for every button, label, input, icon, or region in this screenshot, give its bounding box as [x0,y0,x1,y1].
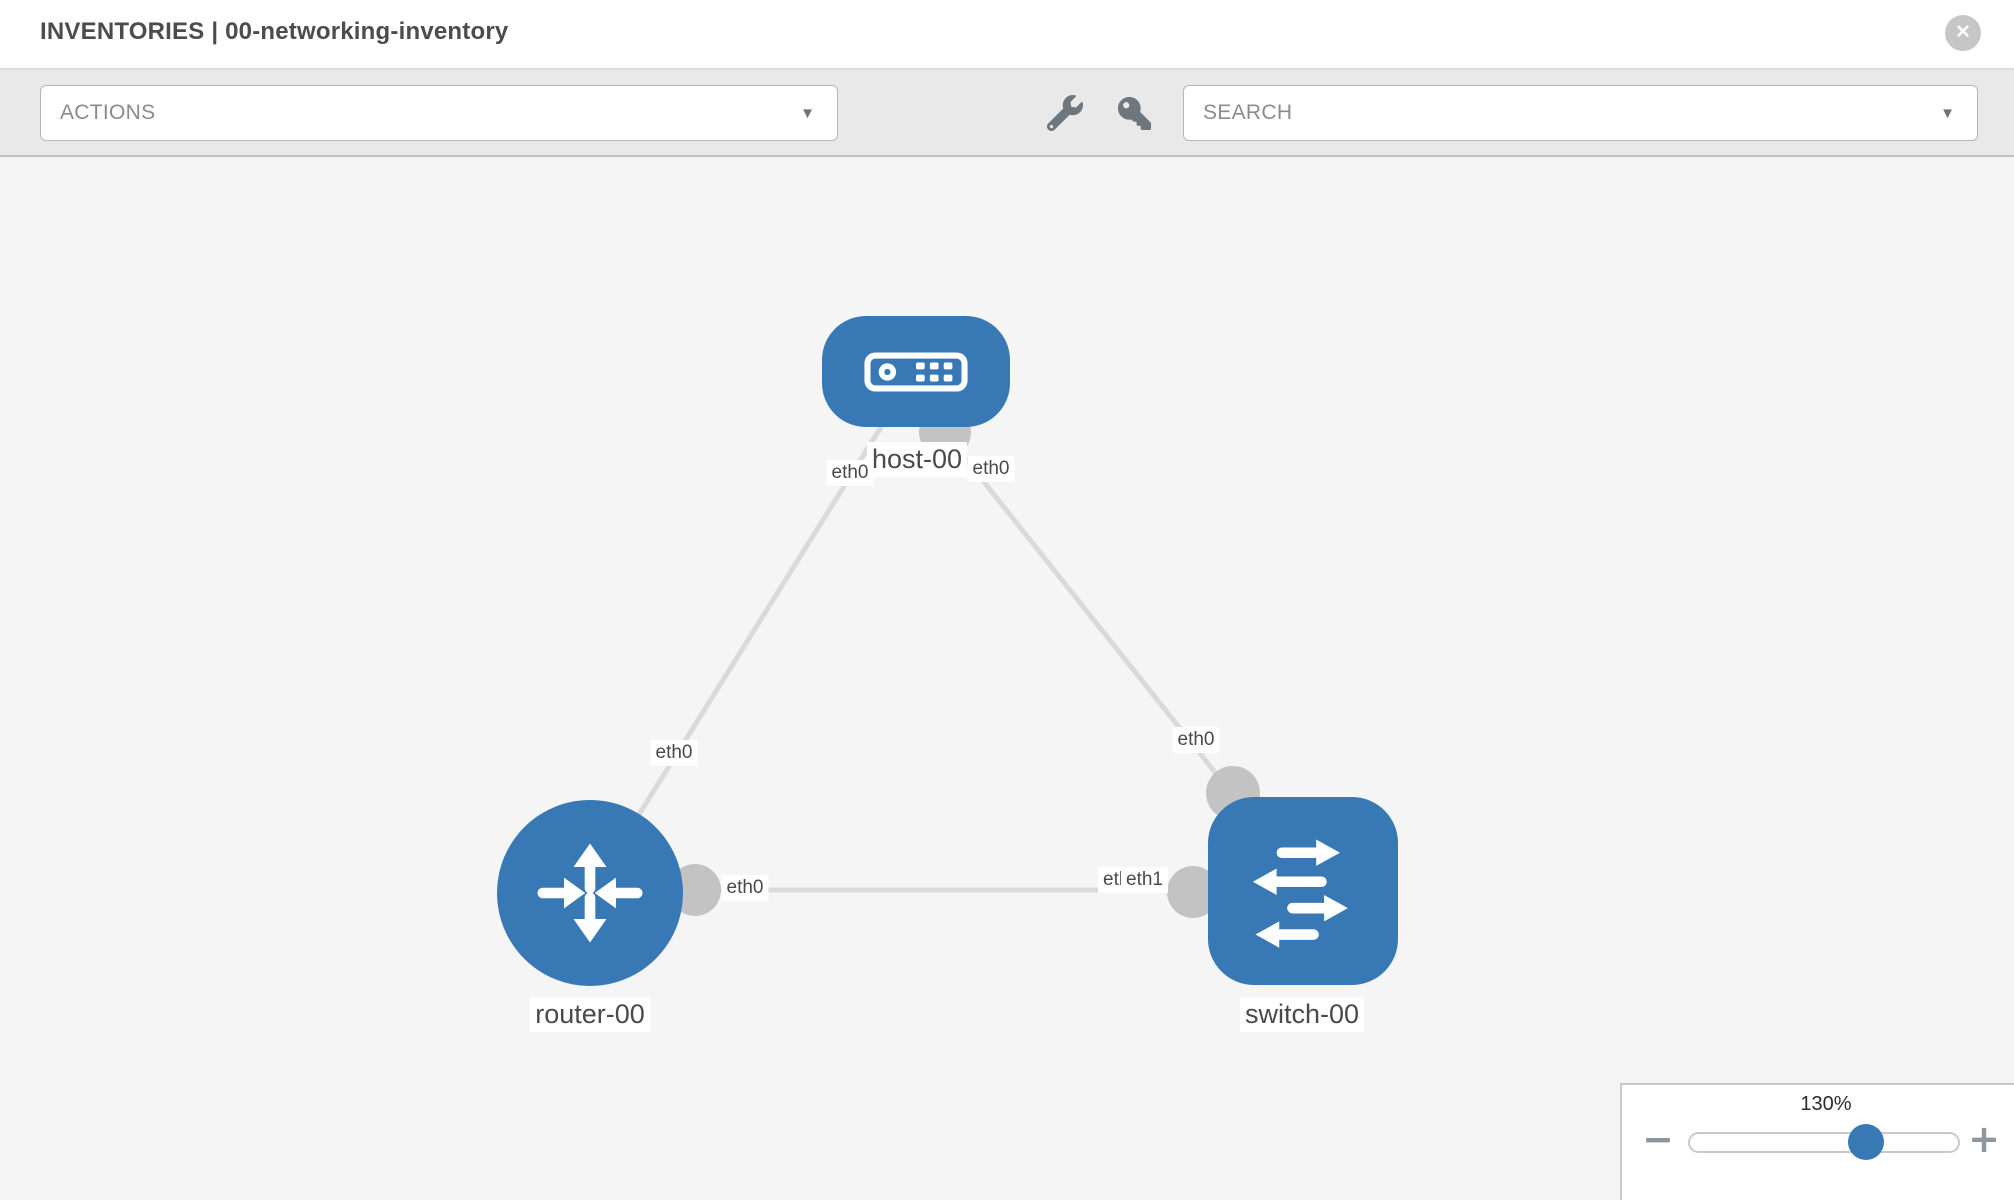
close-button[interactable]: ✕ [1945,15,1981,51]
host-icon [864,352,968,391]
configure-tools-button[interactable] [1043,91,1087,135]
search-dropdown-label: SEARCH [1203,101,1293,124]
interface-label-switch-eth1: eth1 [1121,867,1168,893]
header: INVENTORIES | 00-networking-inventory ✕ [0,0,2014,70]
zoom-level: 130% [1800,1093,1852,1115]
chevron-down-icon: ▼ [1940,104,1955,122]
zoom-in-button[interactable]: + [1966,1120,2002,1158]
chevron-down-icon: ▼ [800,104,815,122]
node-label-router-00: router-00 [530,997,650,1032]
wrench-icon [1047,95,1083,131]
endpoint-switch-eth1[interactable] [1167,866,1219,918]
minus-icon: − [1642,1117,1674,1161]
node-label-switch-00: switch-00 [1239,997,1365,1032]
interface-label-host-eth0-right: eth0 [967,456,1015,482]
plus-icon: + [1968,1117,2000,1161]
switch-icon [1252,839,1348,948]
credentials-button[interactable] [1112,91,1156,135]
link-host-router[interactable] [587,369,919,895]
links-layer [587,369,1303,918]
interface-label-switch-eth0-top: eth0 [1172,727,1220,753]
topology-canvas[interactable]: host-00 router-00 switch-00 eth0 eth0 et… [0,157,2014,1200]
toolbar: ACTIONS ▼ SEARCH ▼ [0,70,2014,157]
zoom-panel: 130% − + [1620,1083,2014,1200]
node-router-00[interactable] [497,800,683,986]
key-icon [1117,96,1151,130]
zoom-out-button[interactable]: − [1640,1120,1676,1158]
node-switch-00[interactable] [1208,797,1398,985]
search-dropdown[interactable]: SEARCH ▼ [1183,85,1978,141]
zoom-slider-track[interactable] [1688,1124,1960,1160]
interface-label-router-eth0-right: eth0 [721,875,769,901]
actions-dropdown-label: ACTIONS [60,101,156,124]
page-title: INVENTORIES | 00-networking-inventory [40,18,509,45]
interface-label-router-eth0-up: eth0 [650,740,698,766]
node-host-00[interactable] [822,316,1010,427]
router-icon [537,843,643,943]
zoom-slider-thumb[interactable] [1848,1124,1884,1160]
node-label-host-00: host-00 [866,442,968,477]
close-icon: ✕ [1955,22,1971,43]
actions-dropdown[interactable]: ACTIONS ▼ [40,85,838,141]
interface-label-host-eth0-left: eth0 [826,460,874,486]
